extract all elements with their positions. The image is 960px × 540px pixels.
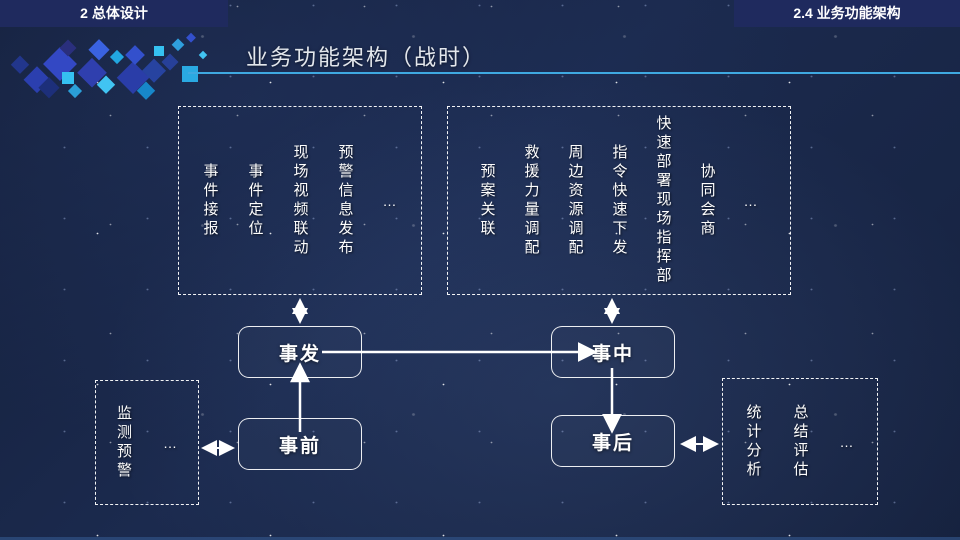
function-item: 预案关联 [478,162,496,239]
function-item: 救援力量调配 [522,143,540,258]
more-ellipsis: … [743,192,759,209]
after-functions-group: 统计分析 总结评估 … [722,378,878,505]
stage-label-onset: 事发 [278,343,321,365]
more-ellipsis: … [382,192,398,209]
function-item: 总结评估 [791,403,809,480]
function-item: 周边资源调配 [566,143,584,258]
stage-box-after: 事后 [551,415,675,467]
stage-box-before: 事前 [238,418,362,470]
function-item: 统计分析 [744,403,762,480]
during-functions-group: 预案关联 救援力量调配 周边资源调配 指令快速下发 快速部署现场指挥部 协同会商… [447,106,791,295]
stage-box-onset: 事发 [238,326,362,378]
function-item: 事件接报 [201,162,219,239]
function-item: 指令快速下发 [610,143,628,258]
function-item: 现场视频联动 [291,143,309,258]
section-banner-label: 2 总体设计 [80,5,148,21]
section-banner: 2 总体设计 [0,0,228,27]
more-ellipsis: … [163,434,178,451]
stage-box-during: 事中 [551,326,675,378]
before-functions-group: 监测预警 … [95,380,199,505]
page-title: 业务功能架构（战时） [246,45,487,70]
stage-label-after: 事后 [591,432,634,454]
subsection-banner-label: 2.4 业务功能架构 [793,5,901,21]
function-item: 预警信息发布 [336,143,354,258]
onset-functions-group: 事件接报 事件定位 现场视频联动 预警信息发布 … [178,106,422,295]
title-underline [188,72,960,74]
function-item: 快速部署现场指挥部 [654,115,672,286]
bottom-edge-strip [0,537,960,540]
function-item: 监测预警 [115,404,132,481]
decorative-squares-graphic [10,32,208,100]
function-item: 协同会商 [698,162,716,239]
subsection-banner: 2.4 业务功能架构 [734,0,960,27]
stage-label-before: 事前 [278,435,321,457]
stage-label-during: 事中 [591,343,634,365]
function-item: 事件定位 [246,162,264,239]
more-ellipsis: … [839,433,855,450]
